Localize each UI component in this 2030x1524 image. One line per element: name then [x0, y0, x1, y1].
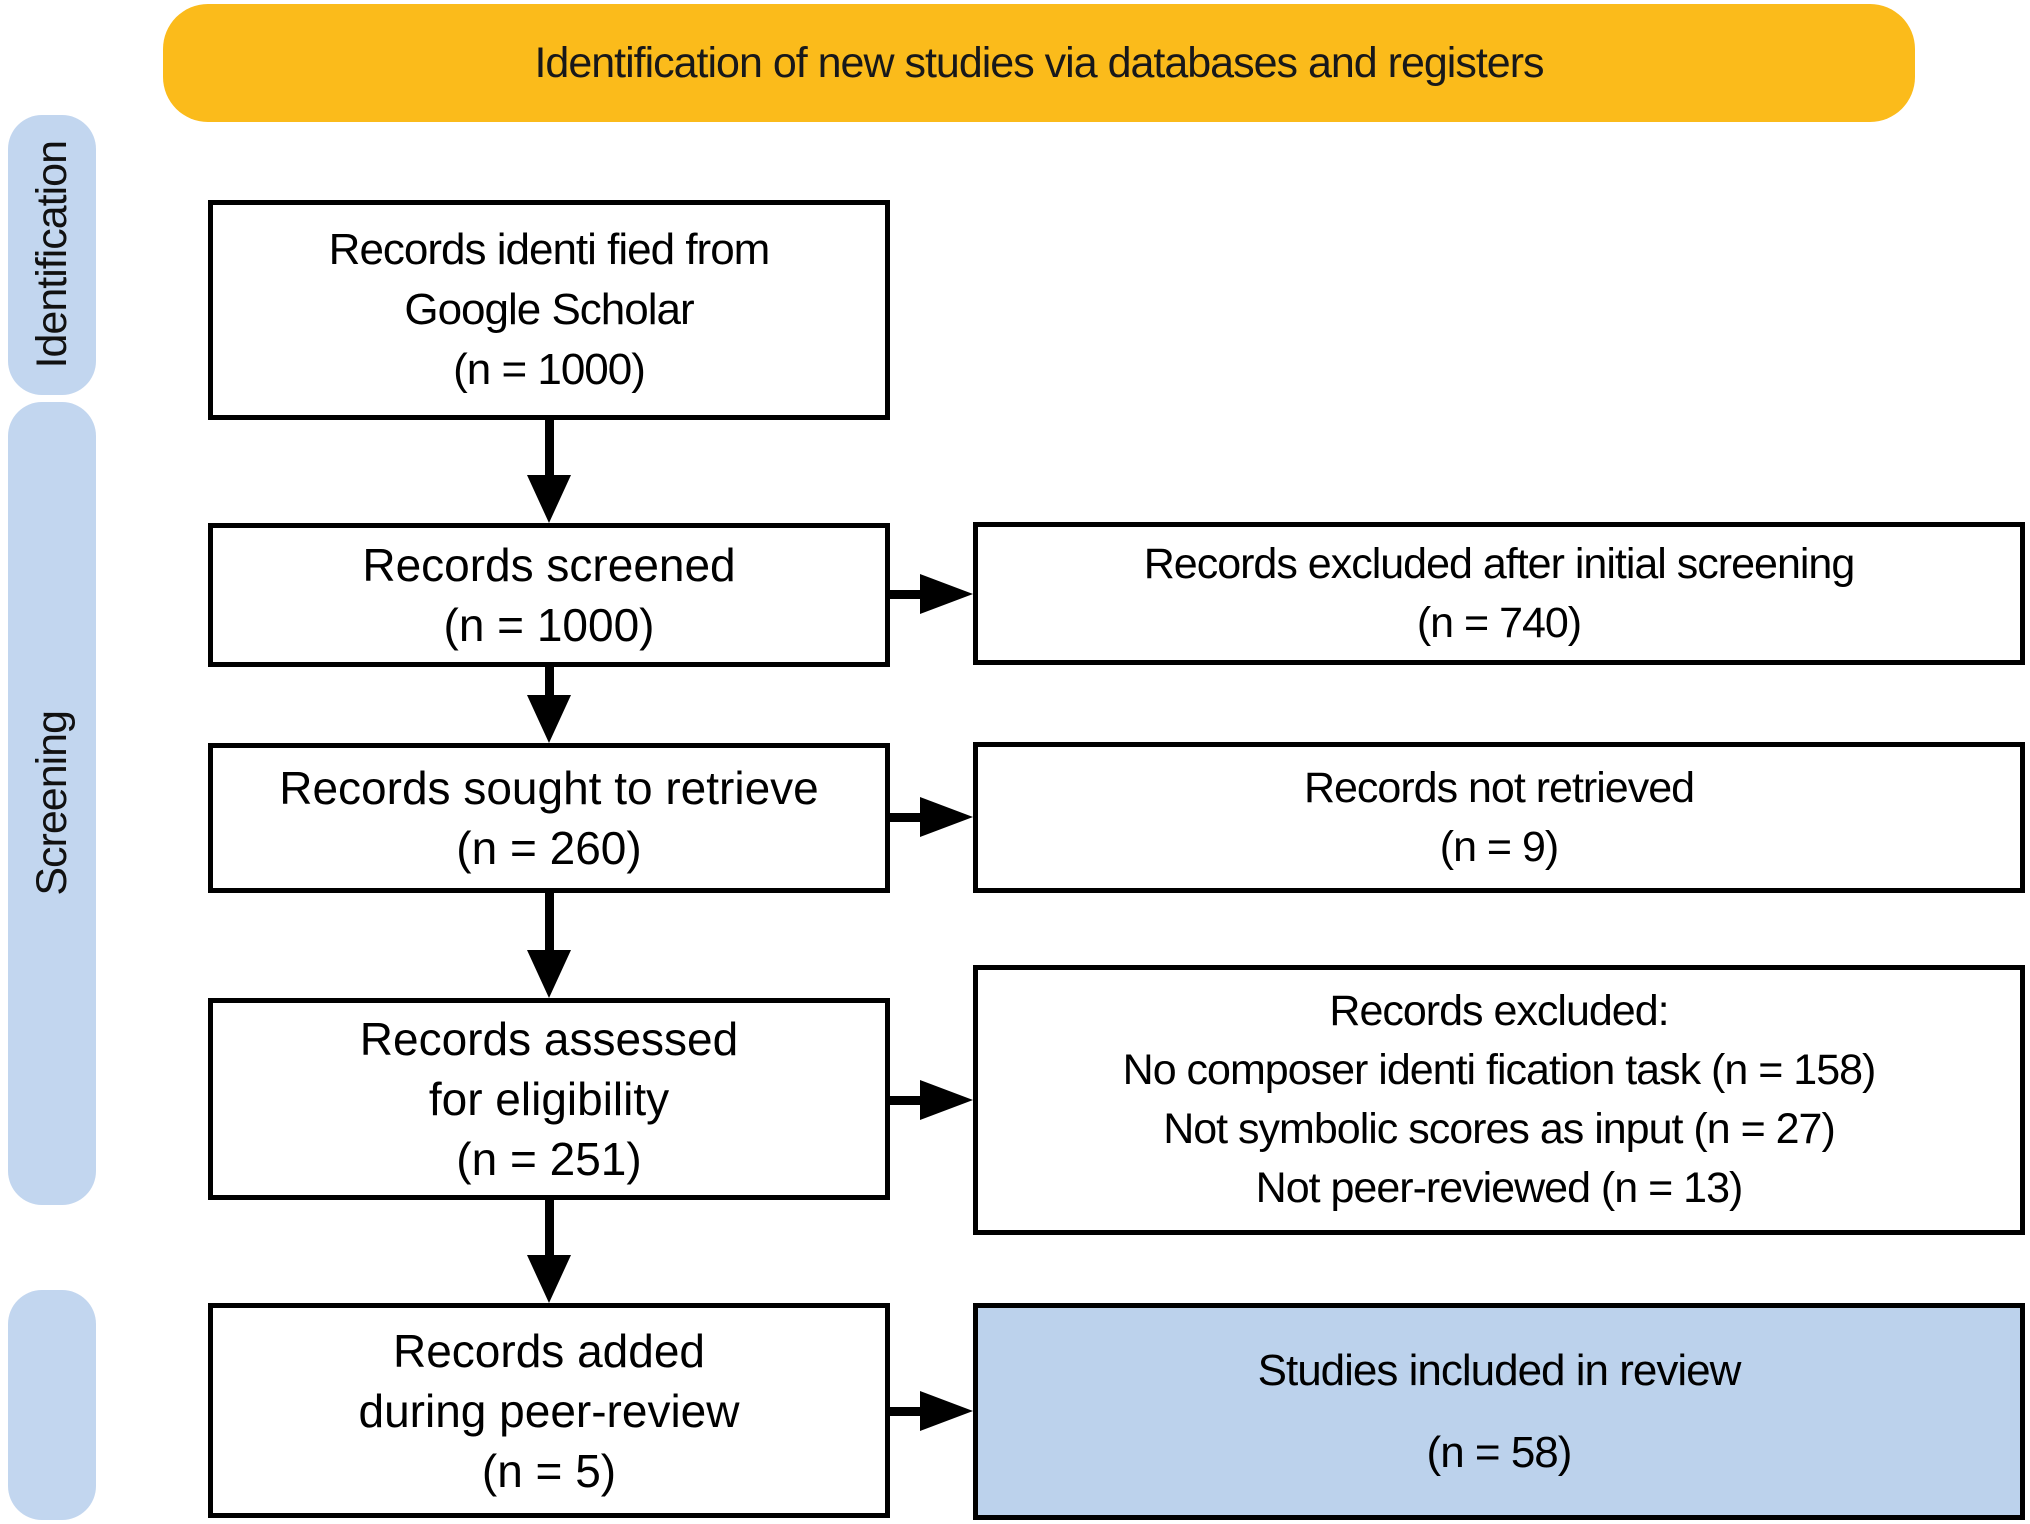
box-records-not-retrieved-text: Records not retrieved (n = 9): [1303, 763, 1695, 871]
stage-pill-identification: Identification: [8, 115, 96, 395]
arrow-right-added-to-included-head: [920, 1391, 973, 1431]
stage-pill-included-unlabeled: [8, 1290, 96, 1520]
stage-label-screening: Screening: [27, 711, 76, 896]
box-records-excluded-initial-text: Records excluded after initial screening…: [1143, 539, 1856, 647]
arrow-down-sought-to-assessed: [545, 893, 554, 953]
arrow-right-sought-to-not-retrieved-head: [920, 797, 973, 837]
banner: Identification of new studies via databa…: [163, 4, 1915, 122]
arrow-right-assessed-to-excluded: [890, 1096, 922, 1105]
box-records-added-text: Records added during peer-review (n = 5): [358, 1324, 740, 1497]
arrow-down-assessed-to-added-head: [527, 1255, 571, 1303]
box-studies-included-text: Studies included in review (n = 58): [1257, 1345, 1742, 1477]
box-records-not-retrieved: Records not retrieved (n = 9): [973, 742, 2025, 893]
arrow-right-assessed-to-excluded-head: [920, 1080, 973, 1120]
box-records-sought-text: Records sought to retrieve (n = 260): [279, 762, 819, 874]
box-records-excluded-eligibility: Records excluded: No composer identi fic…: [973, 965, 2025, 1235]
arrow-down-screened-to-sought-head: [527, 695, 571, 743]
box-records-assessed-text: Records assessed for eligibility (n = 25…: [359, 1013, 739, 1185]
box-records-identified: Records identi fied from Google Scholar …: [208, 200, 890, 420]
box-records-excluded-initial: Records excluded after initial screening…: [973, 522, 2025, 665]
box-records-identified-text: Records identi fied from Google Scholar …: [328, 225, 771, 394]
arrow-right-added-to-included: [890, 1407, 922, 1416]
arrow-down-sought-to-assessed-head: [527, 950, 571, 998]
arrow-down-screened-to-sought: [545, 667, 554, 701]
arrow-down-identified-to-screened-head: [527, 475, 571, 523]
box-records-assessed: Records assessed for eligibility (n = 25…: [208, 998, 890, 1200]
box-records-sought: Records sought to retrieve (n = 260): [208, 743, 890, 893]
arrow-right-screened-to-excluded-head: [920, 574, 973, 614]
box-records-screened-text: Records screened (n = 1000): [362, 539, 736, 651]
arrow-right-screened-to-excluded: [890, 590, 922, 599]
box-records-added: Records added during peer-review (n = 5): [208, 1303, 890, 1518]
stage-pill-screening: Screening: [8, 402, 96, 1205]
box-records-excluded-eligibility-text: Records excluded: No composer identi fic…: [1122, 987, 1877, 1212]
arrow-down-identified-to-screened: [545, 420, 554, 480]
arrow-right-sought-to-not-retrieved: [890, 813, 922, 822]
box-records-screened: Records screened (n = 1000): [208, 523, 890, 667]
stage-label-identification: Identification: [27, 141, 76, 369]
banner-title: Identification of new studies via databa…: [534, 38, 1544, 87]
arrow-down-assessed-to-added: [545, 1200, 554, 1258]
box-studies-included: Studies included in review (n = 58): [973, 1303, 2025, 1520]
